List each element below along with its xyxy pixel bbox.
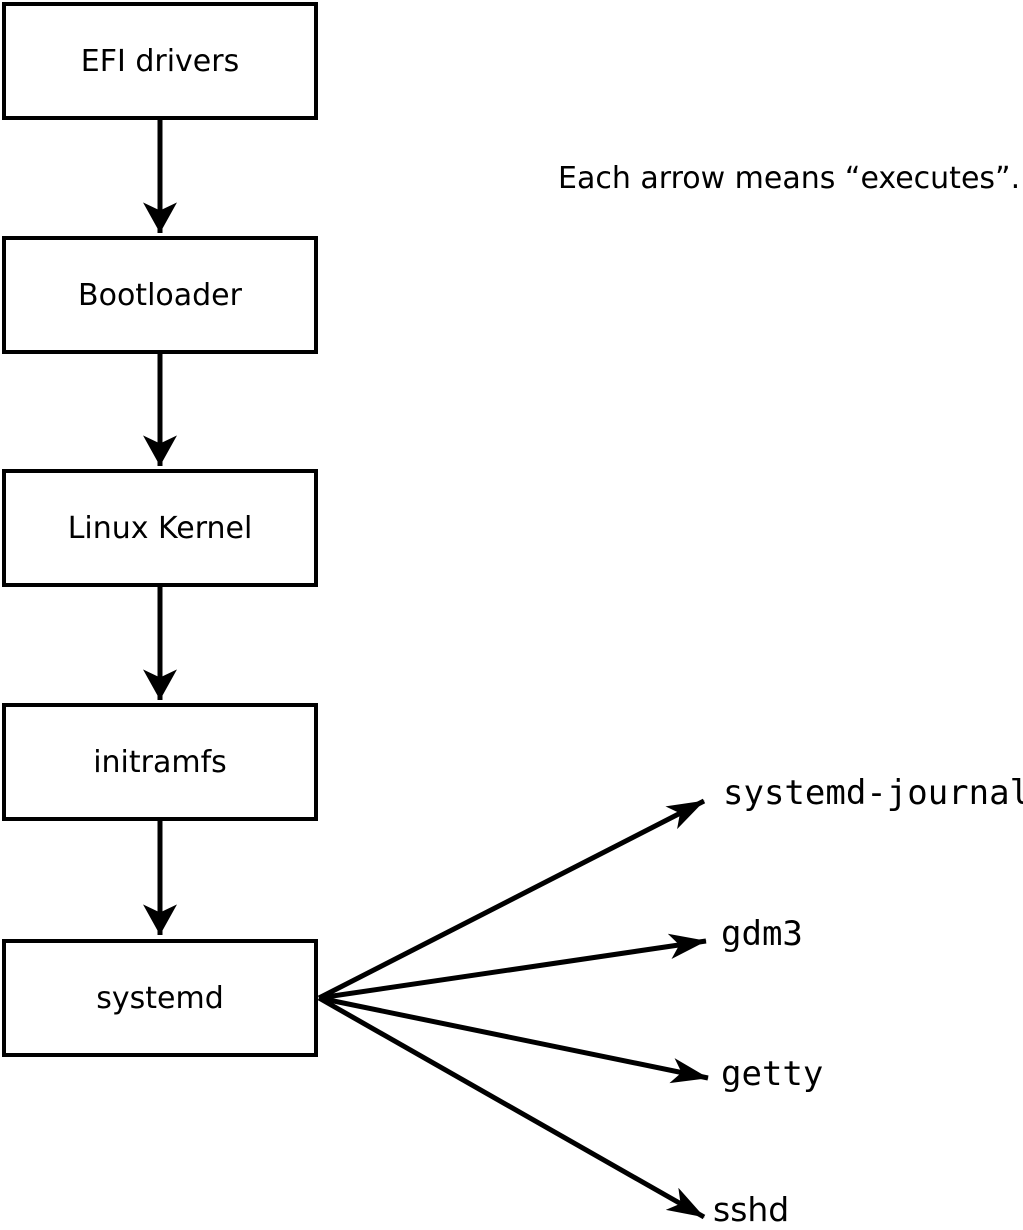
box-systemd: systemd: [2, 939, 318, 1057]
arrow-systemd-to-systemd-journal: [317, 798, 706, 1001]
box-efi-drivers-label: EFI drivers: [80, 43, 240, 79]
caption-arrow-meaning: Each arrow means “executes”.: [558, 161, 1021, 196]
arrow-systemd-to-getty: [318, 995, 709, 1084]
box-bootloader: Bootloader: [2, 236, 318, 354]
box-linux-kernel: Linux Kernel: [2, 469, 318, 587]
box-initramfs: initramfs: [2, 703, 318, 821]
target-label-systemd-journal: systemd-journal: [723, 773, 1023, 813]
arrow-systemd-to-gdm3: [318, 933, 707, 1001]
box-systemd-label: systemd: [96, 980, 224, 1016]
arrow-systemd-to-sshd: [317, 995, 706, 1220]
box-initramfs-label: initramfs: [93, 744, 227, 780]
box-efi-drivers: EFI drivers: [2, 2, 318, 120]
box-linux-kernel-label: Linux Kernel: [67, 510, 253, 546]
target-label-gdm3: gdm3: [721, 914, 803, 954]
target-label-sshd: sshd: [713, 1190, 790, 1229]
target-label-getty: getty: [721, 1054, 824, 1094]
box-bootloader-label: Bootloader: [78, 277, 242, 313]
